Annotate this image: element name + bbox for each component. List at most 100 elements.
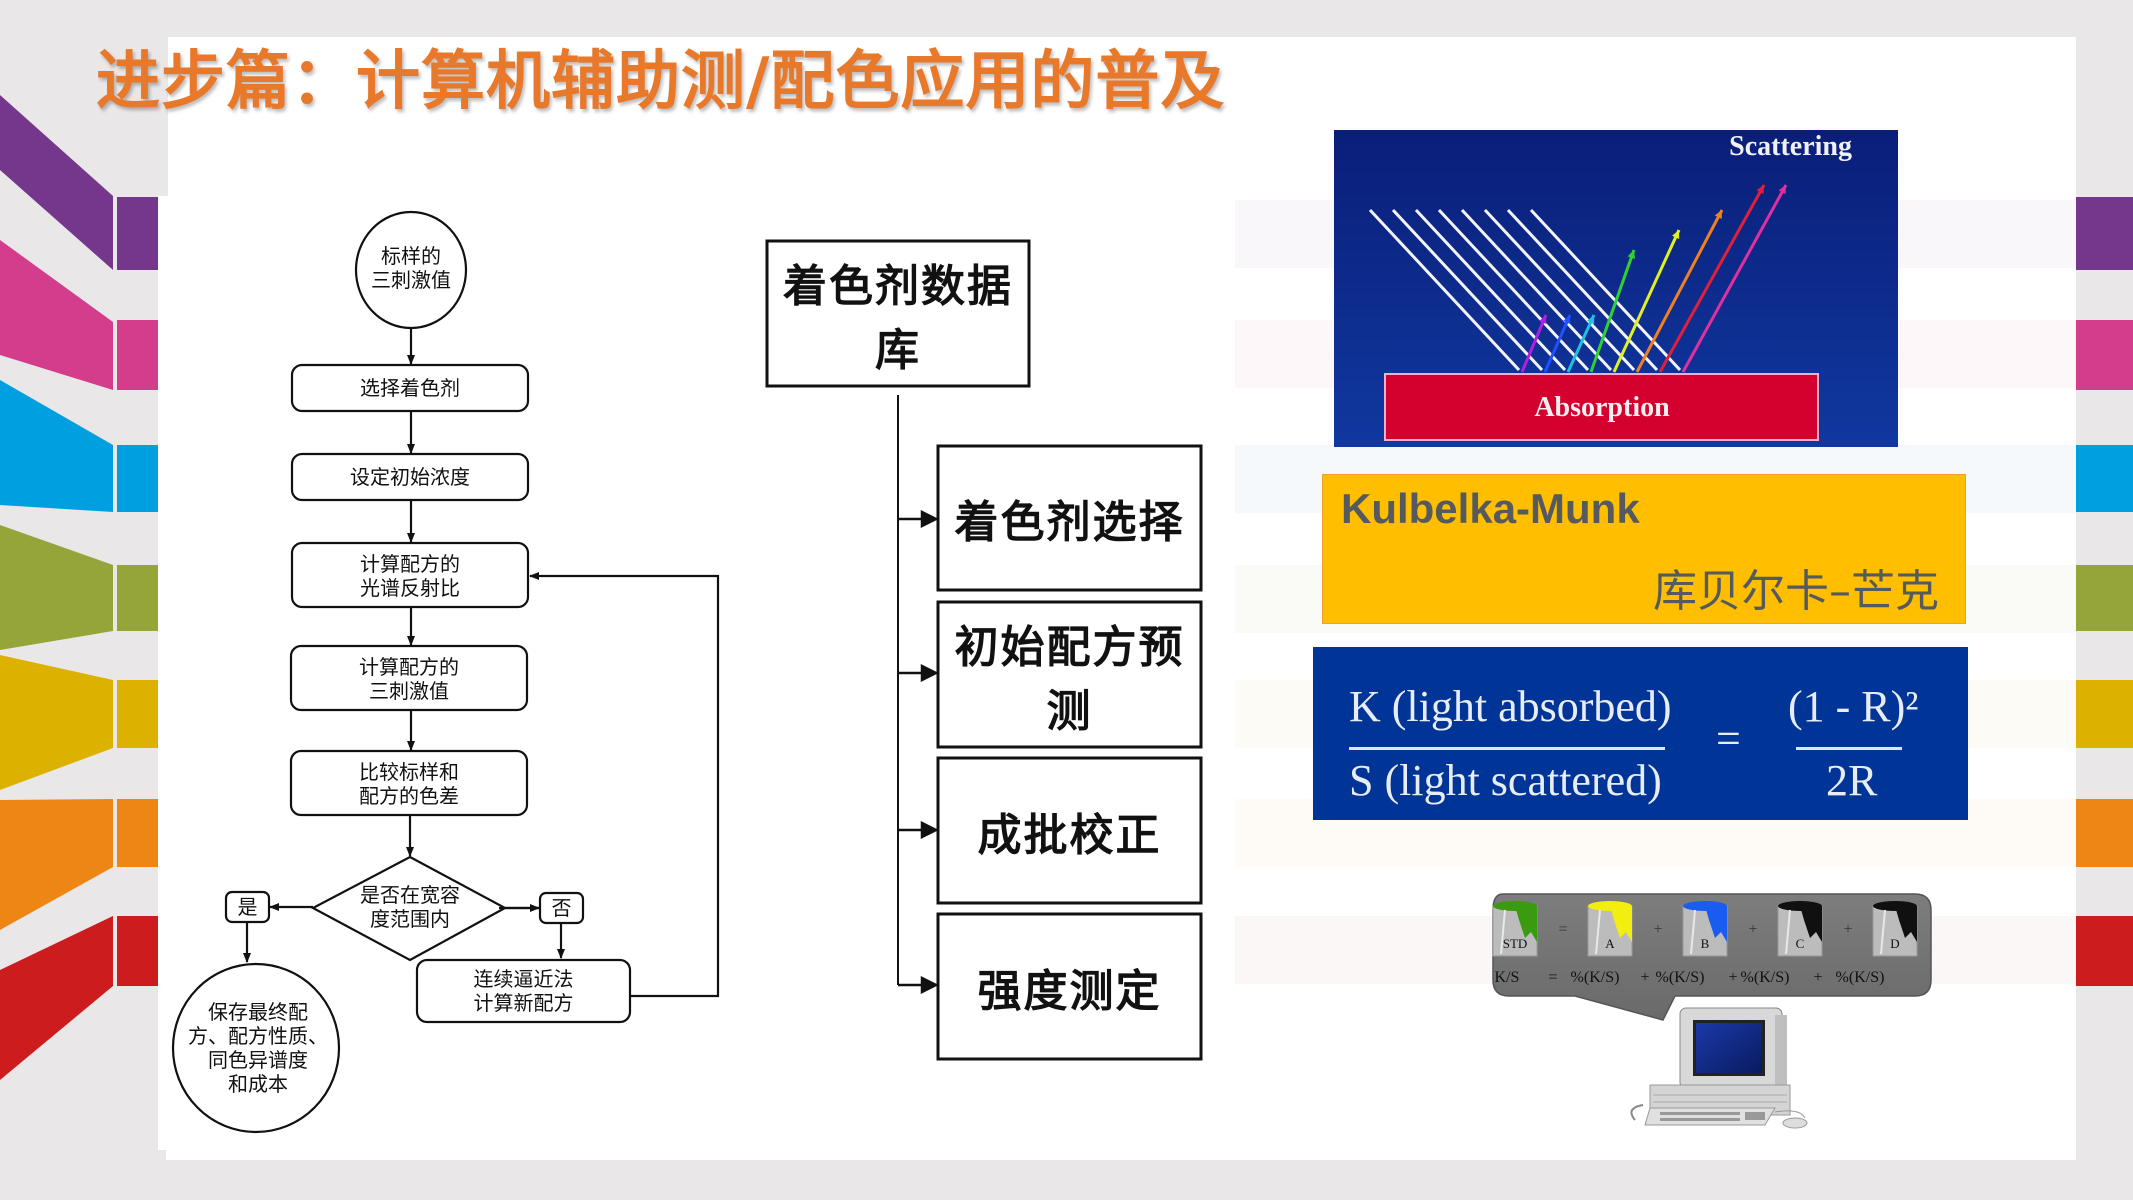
ks-equation-term: %(K/S) xyxy=(1836,969,1885,986)
decor-bar-right-blue xyxy=(2076,445,2133,512)
tree-arrow xyxy=(920,663,939,683)
incident-ray xyxy=(1391,208,1544,372)
flow-step-label: 选择着色剂 xyxy=(360,376,460,400)
flow-yes-label: 是 xyxy=(237,895,258,919)
scattered-ray xyxy=(1520,314,1548,373)
flow-step-label: 设定初始浓度 xyxy=(350,465,470,489)
ks-equation-term: + xyxy=(1640,969,1649,986)
can-operator: + xyxy=(1748,921,1757,938)
scattered-ray-arrowhead xyxy=(1627,250,1635,259)
flow-step-label: 计算配方的 光谱反射比 xyxy=(360,552,460,600)
scattered-ray-arrowhead xyxy=(1756,185,1764,194)
scattering-absorption-figure: Absorption Scattering xyxy=(1334,130,1898,447)
tree-child-box xyxy=(936,912,1203,1061)
paint-can-b: B xyxy=(1682,901,1728,957)
formula-fraction-bar xyxy=(1349,747,1665,750)
ks-equation-term: + xyxy=(1813,969,1822,986)
incident-ray xyxy=(1437,208,1590,372)
scattered-ray-arrowhead xyxy=(1778,185,1786,194)
paint-can-label: A xyxy=(1605,936,1615,951)
tree-child-box xyxy=(936,600,1203,749)
flow-decision-label: 是否在宽容 度范围内 xyxy=(360,883,460,931)
decor-bar-right-red xyxy=(2076,916,2133,986)
flow-end-label: 保存最终配 方、配方性质、 同色异谱度 和成本 xyxy=(188,1000,328,1096)
flow-decision-tolerance xyxy=(310,855,508,962)
paint-can-label: D xyxy=(1890,936,1899,951)
decor-bar-right-purple xyxy=(2076,197,2133,270)
incident-ray xyxy=(1506,208,1659,372)
computer-icon xyxy=(1630,1007,1808,1129)
decor-bar-yellow xyxy=(0,655,113,790)
scattered-ray-arrowhead xyxy=(1587,315,1595,324)
scattered-ray xyxy=(1589,249,1636,373)
flow-step-tristimulus xyxy=(289,644,529,712)
can-operator: = xyxy=(1558,921,1567,938)
incident-ray xyxy=(1529,208,1682,372)
decor-bar-cap-magenta xyxy=(117,320,158,390)
decor-bar-magenta xyxy=(0,240,113,390)
kubelka-munk-box: Kulbelka-Munk 库贝尔卡–芒克 xyxy=(1322,474,1966,624)
scattering-label: Scattering xyxy=(1729,131,1852,162)
scattered-ray-arrowhead xyxy=(1539,315,1547,324)
formula-denominator-right: 2R xyxy=(1826,756,1878,805)
ks-equation-term: K/S xyxy=(1495,969,1520,986)
ks-equation-term: = xyxy=(1548,969,1557,986)
formula-denominator-left: S (light scattered) xyxy=(1349,756,1662,805)
tree-arrow xyxy=(920,975,939,995)
color-matching-flowchart xyxy=(171,210,1203,1134)
incident-ray xyxy=(1368,208,1521,372)
ks-equation-term: %(K/S) xyxy=(1741,969,1790,986)
decor-bar-cap-orange xyxy=(117,799,158,867)
tree-arrow xyxy=(920,509,939,529)
paint-can-label: B xyxy=(1701,936,1710,951)
scattered-ray xyxy=(1658,184,1766,373)
can-operator: + xyxy=(1843,921,1852,938)
tree-child-label: 成批校正 xyxy=(977,809,1162,861)
paint-can-d: D xyxy=(1872,901,1918,957)
paint-can-label: C xyxy=(1796,936,1805,951)
km-chinese-label: 库贝尔卡–芒克 xyxy=(1653,566,1939,617)
kubelka-munk-formula: K (light absorbed) S (light scattered) =… xyxy=(1313,647,1968,820)
scattered-ray xyxy=(1566,314,1596,373)
decor-bar-orange xyxy=(0,799,113,930)
tree-root-label: 着色剂数据库 xyxy=(783,260,1013,376)
tree-child-label: 强度测定 xyxy=(977,965,1162,1017)
paint-can-label: STD xyxy=(1503,936,1528,951)
flow-start-label: 标样的 三刺激值 xyxy=(371,244,451,292)
flow-step-iterate xyxy=(415,958,632,1024)
scattered-ray-arrowhead xyxy=(1672,230,1680,239)
incident-ray xyxy=(1460,208,1613,372)
slide-title: 进步篇：计算机辅助测/配色应用的普及 xyxy=(96,45,1226,119)
flow-end-node xyxy=(171,962,341,1134)
formula-fraction-bar xyxy=(1796,747,1902,750)
scattered-ray xyxy=(1635,209,1724,373)
scattered-ray-arrowhead xyxy=(1714,210,1722,219)
scattered-ray xyxy=(1612,229,1681,373)
decor-bar-blue xyxy=(0,380,113,512)
decor-bar-cap-red xyxy=(117,916,158,986)
tree-arrow xyxy=(920,820,939,840)
tree-root-box xyxy=(765,239,1031,388)
paint-can-std: STD xyxy=(1492,901,1538,957)
absorption-layer xyxy=(1384,373,1819,441)
flow-feedback-loop xyxy=(529,572,720,998)
decor-bar-cap-purple xyxy=(117,197,158,270)
tree-child-label: 初始配方预测 xyxy=(954,621,1185,737)
paint-can-a: A xyxy=(1587,901,1633,957)
incident-ray xyxy=(1414,208,1567,372)
tree-child-label: 着色剂选择 xyxy=(954,497,1185,548)
scattered-ray-arrowhead xyxy=(1563,315,1571,324)
ks-equation-term: + xyxy=(1728,969,1737,986)
decor-bar-cap-blue xyxy=(117,445,158,512)
decor-bar-right-green xyxy=(2076,565,2133,631)
decor-bar-green xyxy=(0,525,113,650)
scattered-ray xyxy=(1681,184,1788,373)
formula-equals: = xyxy=(1716,714,1741,763)
content-panel-bottom xyxy=(166,1148,2076,1160)
formula-numerator-right: (1 - R)² xyxy=(1788,682,1919,731)
ks-equation-term: %(K/S) xyxy=(1571,969,1620,986)
paint-can-c: C xyxy=(1777,901,1823,957)
flow-iterate-label: 连续逼近法 计算新配方 xyxy=(473,967,574,1015)
